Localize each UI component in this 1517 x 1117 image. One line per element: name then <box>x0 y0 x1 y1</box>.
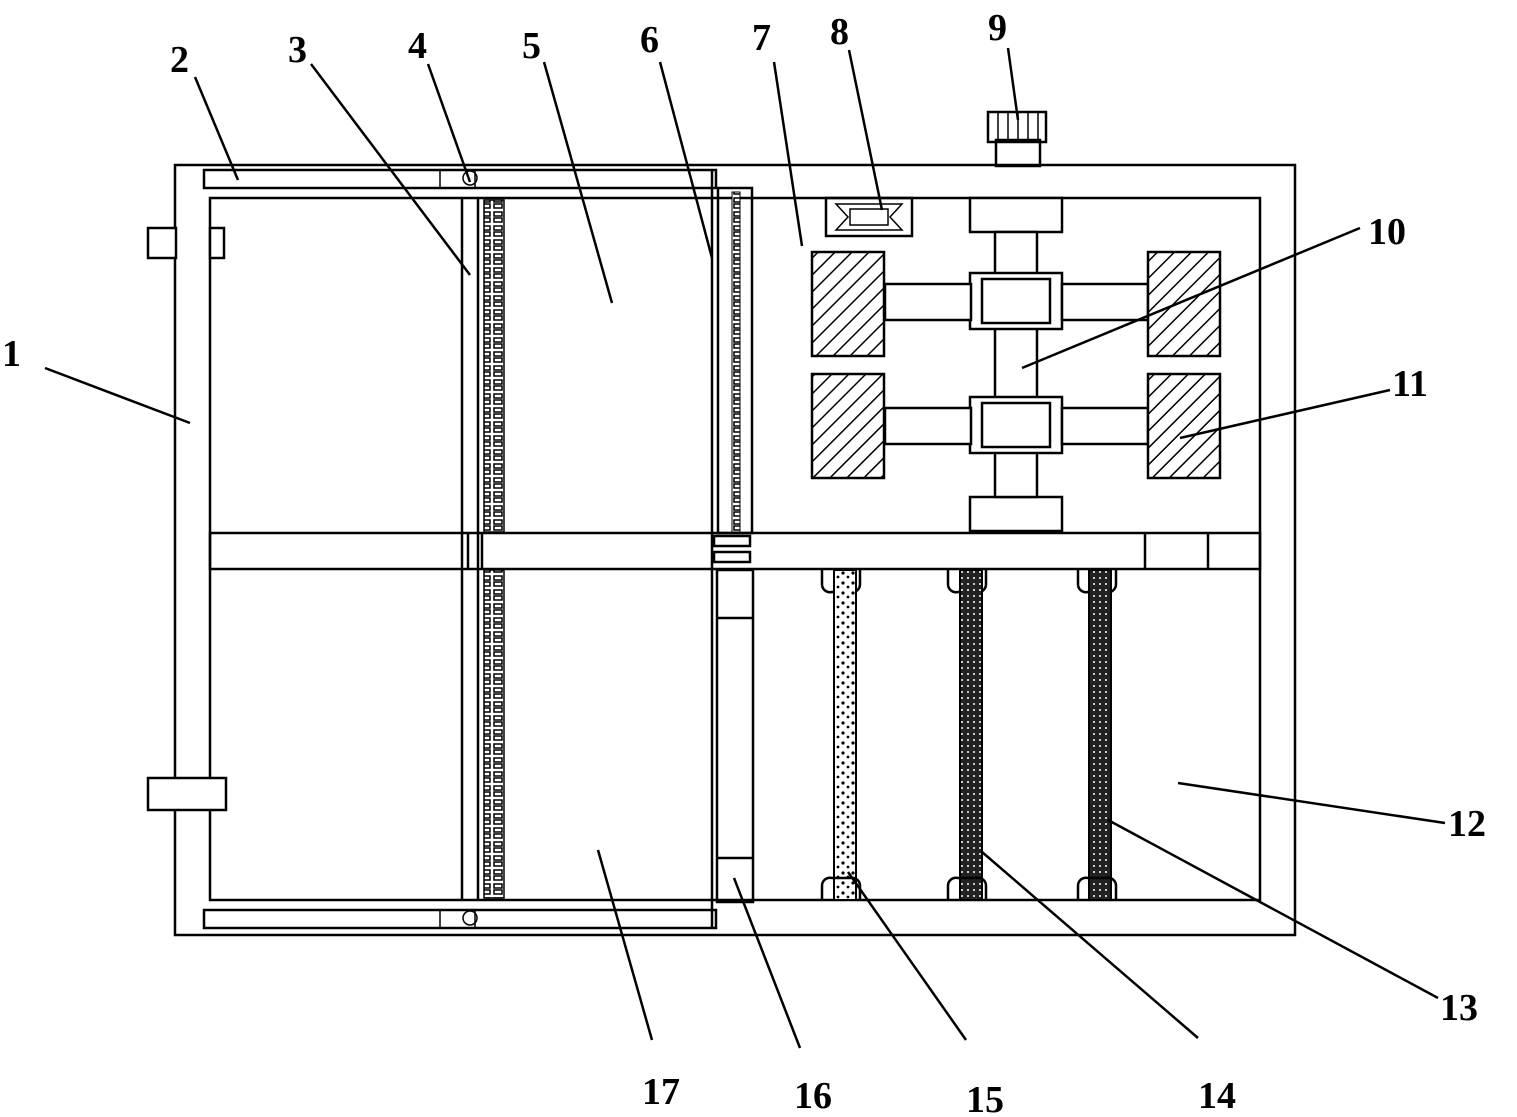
callout-15: 15 <box>966 1079 1004 1117</box>
callout-14: 14 <box>1198 1075 1236 1117</box>
top-rail <box>202 168 718 190</box>
callout-10: 10 <box>1368 211 1406 253</box>
callout-3: 3 <box>288 29 307 71</box>
callout-5: 5 <box>522 25 541 67</box>
callout-labels: 1 2 3 4 5 6 7 8 9 10 11 12 13 14 15 16 1… <box>2 7 1486 1117</box>
callout-13: 13 <box>1440 987 1478 1029</box>
housing <box>146 163 1297 937</box>
callout-4: 4 <box>408 25 427 67</box>
leader-lines <box>44 47 1446 1049</box>
shaft-assembly <box>883 196 1150 533</box>
callout-11: 11 <box>1392 363 1428 405</box>
callout-8: 8 <box>830 11 849 53</box>
chain <box>462 170 505 926</box>
callout-6: 6 <box>640 19 659 61</box>
callout-12: 12 <box>1448 803 1486 845</box>
callout-17: 17 <box>642 1071 680 1113</box>
hatched-blocks <box>810 250 1222 480</box>
callout-7: 7 <box>752 17 771 59</box>
sensor-box <box>824 196 914 238</box>
callout-9: 9 <box>988 7 1007 49</box>
filter-rods <box>820 569 1118 901</box>
callout-16: 16 <box>794 1075 832 1117</box>
callout-1: 1 <box>2 333 21 375</box>
bottom-rail <box>202 908 718 930</box>
callout-2: 2 <box>170 39 189 81</box>
vertical-plate <box>460 198 480 900</box>
inner-frame <box>710 170 755 928</box>
